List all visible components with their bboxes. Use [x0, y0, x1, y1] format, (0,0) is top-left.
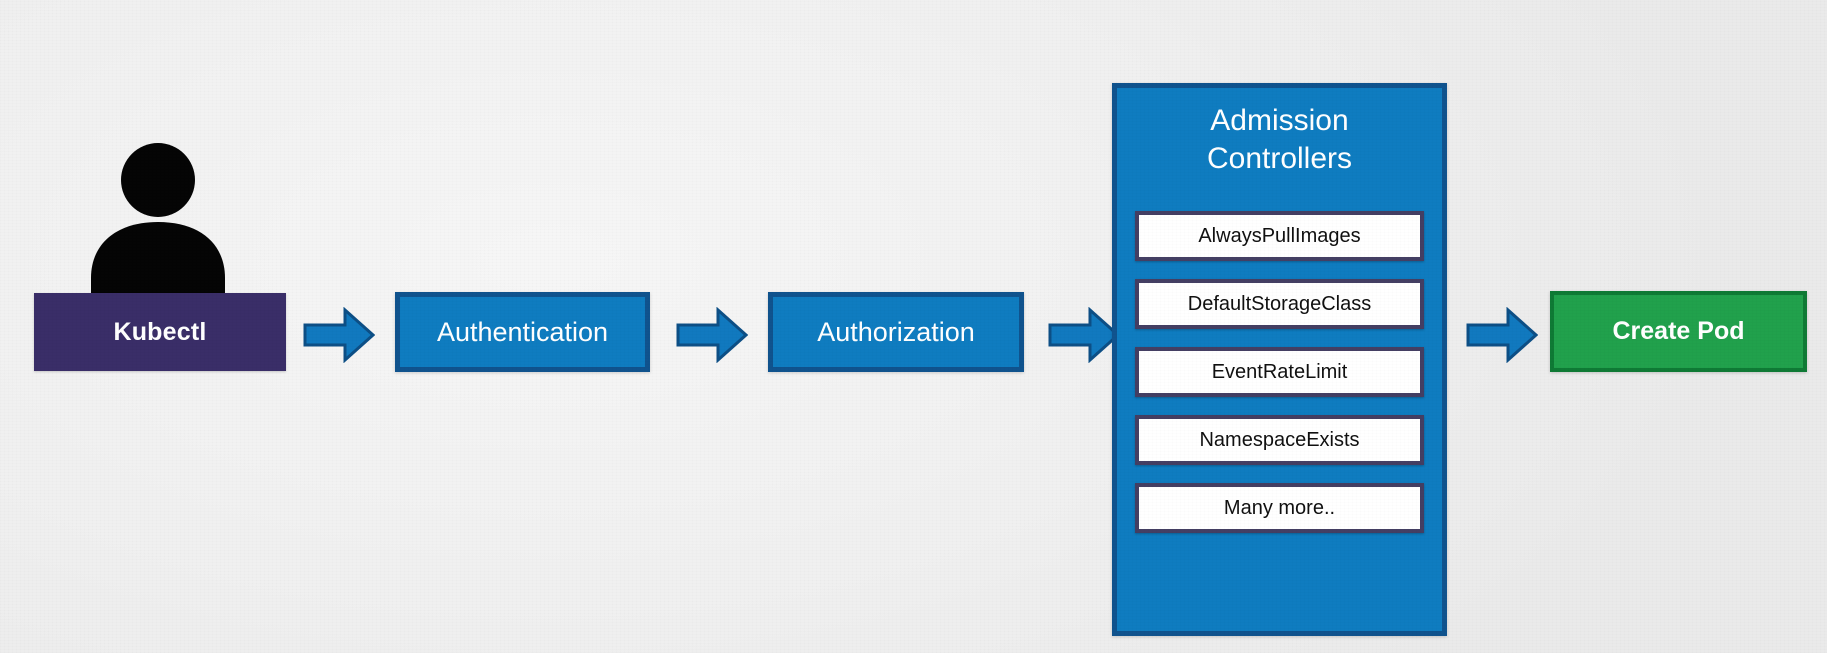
admission-item-label: Many more..	[1223, 496, 1336, 519]
kubectl-box[interactable]: Kubectl	[34, 293, 286, 371]
admission-item-label: AlwaysPullImages	[1198, 224, 1361, 247]
admission-item-eventratelimit[interactable]: EventRateLimit	[1135, 347, 1424, 397]
admission-title-line-1: Admission	[1210, 104, 1349, 137]
authentication-box[interactable]: Authentication	[395, 292, 650, 372]
admission-item-label: NamespaceExists	[1199, 428, 1360, 451]
authentication-label: Authentication	[436, 316, 609, 347]
admission-item-label: DefaultStorageClass	[1187, 292, 1372, 315]
admission-title-line-2: Controllers	[1206, 142, 1353, 176]
admission-item-label: EventRateLimit	[1211, 360, 1348, 383]
admission-item-namespaceexists[interactable]: NamespaceExists	[1135, 415, 1424, 465]
admission-controllers-list: AlwaysPullImages DefaultStorageClass Eve…	[1135, 211, 1424, 551]
arrow-authorization-to-admission-icon	[1048, 307, 1120, 363]
create-pod-box[interactable]: Create Pod	[1550, 291, 1807, 372]
admission-controllers-title: Admission Controllers	[1117, 102, 1442, 179]
arrow-admission-to-createpod-icon	[1466, 307, 1538, 363]
admission-item-many-more[interactable]: Many more..	[1135, 483, 1424, 533]
admission-item-defaultstorageclass[interactable]: DefaultStorageClass	[1135, 279, 1424, 329]
create-pod-label: Create Pod	[1612, 317, 1745, 345]
admission-controllers-panel: Admission Controllers AlwaysPullImages D…	[1112, 83, 1447, 636]
authorization-box[interactable]: Authorization	[768, 292, 1024, 372]
kubectl-label: Kubectl	[113, 317, 207, 346]
arrow-authentication-to-authorization-icon	[676, 307, 748, 363]
user-person-icon	[91, 143, 225, 296]
admission-item-alwayspullimages[interactable]: AlwaysPullImages	[1135, 211, 1424, 261]
authorization-label: Authorization	[817, 316, 975, 347]
arrow-kubectl-to-authentication-icon	[303, 307, 375, 363]
